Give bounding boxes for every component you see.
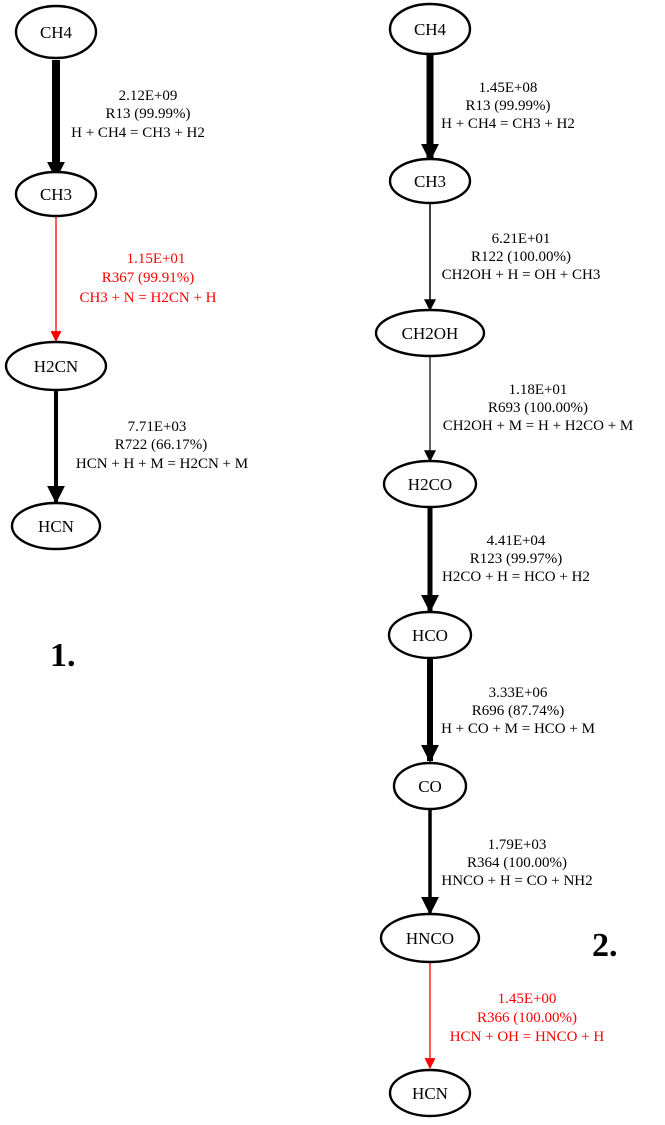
edge-reaction: R693 (100.00%) (488, 400, 588, 416)
panel1-edge-h2cn-hcn: 7.71E+03 R722 (66.17%) HCN + H + M = H2C… (47, 391, 248, 504)
edge-reaction: R123 (99.97%) (470, 551, 563, 567)
node-label: CH3 (40, 185, 72, 204)
panel1-node-ch4[interactable]: CH4 (14, 4, 98, 60)
edge-reaction: R722 (66.17%) (115, 437, 208, 453)
panel2-node-co[interactable]: CO (392, 761, 468, 811)
edge-reaction: R367 (99.91%) (102, 270, 195, 286)
panel2-node-ch3[interactable]: CH3 (388, 157, 472, 205)
edge-rate: 1.45E+00 (498, 991, 557, 1007)
edge-rate: 3.33E+06 (489, 685, 548, 701)
panel2-node-h2co[interactable]: H2CO (382, 459, 478, 509)
node-label: HCN (38, 517, 74, 536)
panel1-edge-ch3-h2cn: 1.15E+01 R367 (99.91%) CH3 + N = H2CN + … (50, 217, 217, 343)
panel1-node-h2cn[interactable]: H2CN (4, 340, 108, 392)
edge-reaction: R122 (100.00%) (471, 249, 571, 265)
panel2-edge-ch2oh-h2co: 1.18E+01 R693 (100.00%) CH2OH + M = H + … (424, 357, 634, 463)
edge-equation: H + CH4 = CH3 + H2 (71, 125, 205, 141)
edge-rate: 1.15E+01 (127, 251, 186, 267)
panel-1: 2.12E+09 R13 (99.99%) H + CH4 = CH3 + H2… (4, 4, 248, 674)
panel1-node-ch3[interactable]: CH3 (14, 170, 98, 218)
edge-equation: HCN + H + M = H2CN + M (76, 456, 248, 472)
panel2-edge-hco-co: 3.33E+06 R696 (87.74%) H + CO + M = HCO … (421, 659, 595, 763)
edge-rate: 2.12E+09 (119, 88, 178, 104)
edge-reaction: R364 (100.00%) (467, 855, 567, 871)
panel2-node-hnco[interactable]: HNCO (379, 912, 481, 964)
edge-equation: CH2OH + H = OH + CH3 (442, 267, 601, 283)
edge-rate: 6.21E+01 (492, 231, 551, 247)
panel2-edge-ch3-ch2oh: 6.21E+01 R122 (100.00%) CH2OH + H = OH +… (424, 204, 601, 312)
edge-rate: 1.18E+01 (509, 382, 568, 398)
node-label: HCN (412, 1084, 448, 1103)
panel2-node-hco[interactable]: HCO (387, 610, 473, 660)
panel2-node-hcn[interactable]: HCN (388, 1068, 472, 1118)
panel-2-label: 2. (592, 927, 618, 964)
panel2-edge-co-hnco: 1.79E+03 R364 (100.00%) HNCO + H = CO + … (421, 810, 593, 915)
edge-equation: HCN + OH = HNCO + H (450, 1029, 605, 1045)
edge-equation: HNCO + H = CO + NH2 (441, 873, 592, 889)
edge-equation: CH3 + N = H2CN + H (79, 290, 216, 306)
node-label: H2CO (408, 475, 452, 494)
edge-equation: H + CO + M = HCO + M (441, 721, 595, 737)
panel2-edge-hnco-hcn: 1.45E+00 R366 (100.00%) HCN + OH = HNCO … (424, 963, 605, 1070)
panel1-node-hcn[interactable]: HCN (10, 501, 102, 551)
node-label: HCO (412, 626, 448, 645)
panel-2: 1.45E+08 R13 (99.99%) H + CH4 = CH3 + H2… (374, 2, 634, 1118)
edge-rate: 4.41E+04 (487, 533, 546, 549)
node-label: CH2OH (402, 324, 459, 343)
edge-rate: 1.79E+03 (488, 837, 547, 853)
edge-rate: 1.45E+08 (479, 80, 538, 96)
node-label: HNCO (406, 929, 454, 948)
edge-equation: H2CO + H = HCO + H2 (442, 569, 590, 585)
panel2-edge-h2co-hco: 4.41E+04 R123 (99.97%) H2CO + H = HCO + … (421, 508, 590, 613)
panel2-edge-ch4-ch3: 1.45E+08 R13 (99.99%) H + CH4 = CH3 + H2 (421, 54, 575, 162)
node-label: CH4 (40, 23, 73, 42)
node-label: H2CN (34, 357, 78, 376)
edge-reaction: R13 (99.99%) (106, 106, 191, 122)
node-label: CO (418, 777, 442, 796)
panel1-edge-ch4-ch3: 2.12E+09 R13 (99.99%) H + CH4 = CH3 + H2 (47, 60, 205, 180)
edge-equation: CH2OH + M = H + H2CO + M (443, 418, 634, 434)
edge-equation: H + CH4 = CH3 + H2 (441, 116, 575, 132)
edge-reaction: R13 (99.99%) (466, 98, 551, 114)
panel2-node-ch4[interactable]: CH4 (388, 2, 472, 56)
panel-1-label: 1. (50, 637, 76, 674)
panel2-node-ch2oh[interactable]: CH2OH (374, 308, 486, 358)
edge-reaction: R696 (87.74%) (472, 703, 565, 719)
edge-rate: 7.71E+03 (128, 419, 187, 435)
node-label: CH4 (414, 20, 447, 39)
edge-reaction: R366 (100.00%) (477, 1010, 577, 1026)
node-label: CH3 (414, 172, 446, 191)
